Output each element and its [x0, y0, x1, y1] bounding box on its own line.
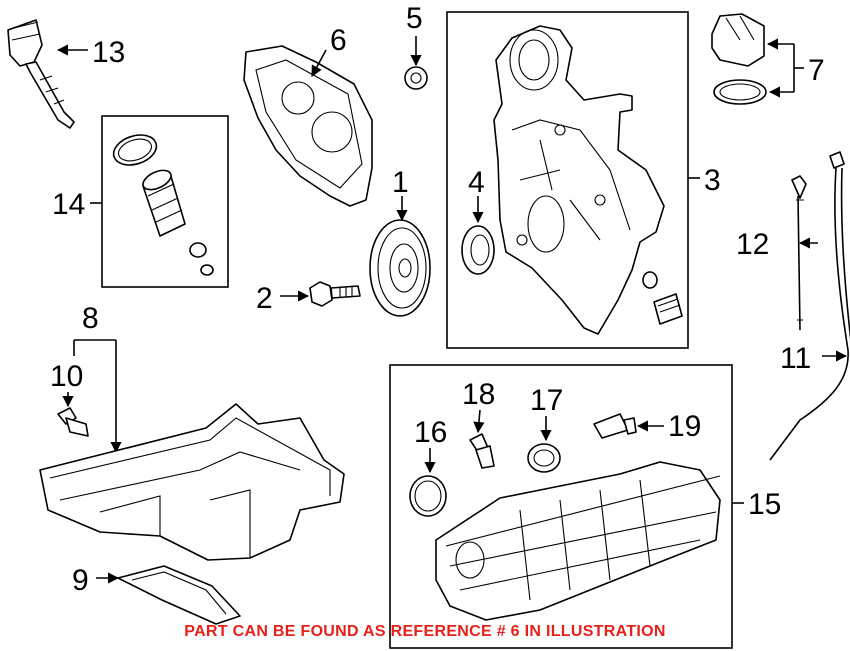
- callout-17: 17: [530, 384, 563, 417]
- callout-7: 7: [808, 54, 825, 87]
- callout-16: 16: [414, 416, 447, 449]
- intake-manifold-part: [435, 461, 721, 621]
- plug-part: [642, 271, 683, 325]
- oil-filter-kit-part: [112, 134, 214, 276]
- sensor-part: [469, 433, 495, 469]
- oil-seal-part: [461, 225, 495, 275]
- oil-pan-gasket-part: [117, 565, 241, 625]
- callout-18: 18: [462, 378, 495, 411]
- pressure-sensor-part: [593, 413, 637, 439]
- callout-14: 14: [52, 188, 85, 221]
- callout-19: 19: [668, 410, 701, 443]
- dipstick-tube-part: [769, 151, 850, 461]
- dipstick-part: [791, 175, 807, 331]
- reference-note: PART CAN BE FOUND AS REFERENCE # 6 IN IL…: [184, 623, 666, 640]
- timing-cover-part: [493, 25, 665, 335]
- callout-6: 6: [330, 24, 347, 57]
- callout-13: 13: [92, 36, 125, 69]
- oil-pan-part: [39, 403, 345, 561]
- callout-11: 11: [780, 342, 811, 375]
- oil-filter-kit-box: [101, 115, 229, 288]
- callout-1: 1: [392, 166, 409, 199]
- o-ring-part: [409, 475, 447, 517]
- callout-9: 9: [72, 564, 89, 597]
- callout-4: 4: [468, 166, 485, 199]
- intake-manifold-group-box: [389, 364, 733, 649]
- bolt-part: [309, 281, 361, 307]
- cover-part: [243, 45, 373, 207]
- crankshaft-pulley-part: [369, 219, 431, 317]
- callout-2: 2: [256, 282, 273, 315]
- timing-cover-group-box: [446, 11, 689, 349]
- drain-plug-part: [57, 407, 89, 437]
- oil-filler-cap-part: [711, 13, 767, 105]
- callout-3: 3: [704, 164, 721, 197]
- callout-5: 5: [406, 2, 423, 35]
- callout-8: 8: [82, 302, 99, 335]
- gasket-ring-part: [527, 443, 561, 473]
- oil-filter-housing-part: [7, 19, 75, 129]
- seal-part: [404, 66, 428, 90]
- callout-10: 10: [50, 360, 83, 393]
- callout-15: 15: [748, 488, 781, 521]
- callout-12: 12: [736, 228, 769, 261]
